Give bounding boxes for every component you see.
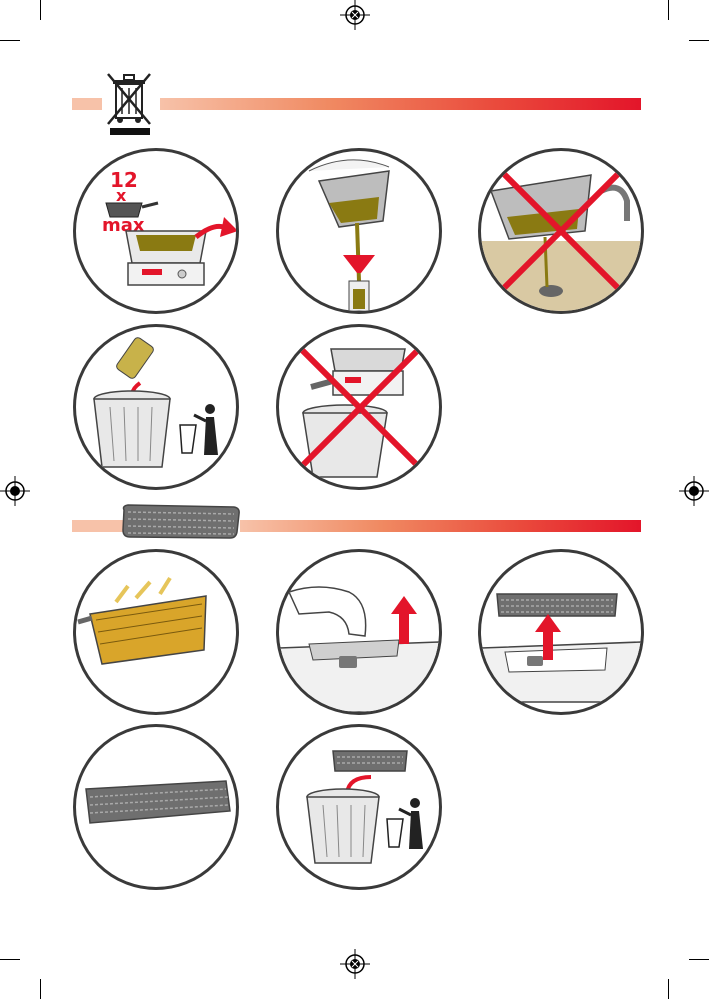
step-pour-into-bottle	[276, 148, 442, 314]
fry-basket-icon	[106, 203, 158, 217]
registration-mark-right	[679, 474, 709, 508]
step-bottle-in-bin	[73, 324, 239, 490]
step-no-sink	[478, 148, 644, 314]
litter-person-icon	[387, 798, 423, 849]
step-filter-in-bin	[276, 724, 442, 890]
step-no-fryer-in-bin	[276, 324, 442, 490]
charcoal-filter-icon	[118, 502, 244, 542]
crossed-out-bin-icon	[104, 70, 156, 136]
registration-mark-left	[0, 474, 30, 508]
section-bar-left	[72, 98, 102, 110]
step-fries-basket	[73, 549, 239, 715]
section-bar	[240, 520, 641, 532]
count-separator: x	[116, 186, 127, 205]
step-max-uses: 12 x max	[73, 148, 239, 314]
step-remove-filter	[478, 549, 644, 715]
section-bar	[160, 98, 641, 110]
fryer-icon	[126, 231, 206, 285]
step-lift-filter-cover	[276, 549, 442, 715]
registration-mark-bottom	[338, 949, 372, 979]
step-used-filter	[73, 724, 239, 890]
registration-mark-top	[338, 0, 372, 30]
litter-person-icon	[180, 404, 218, 455]
section-bar-left	[72, 520, 124, 532]
